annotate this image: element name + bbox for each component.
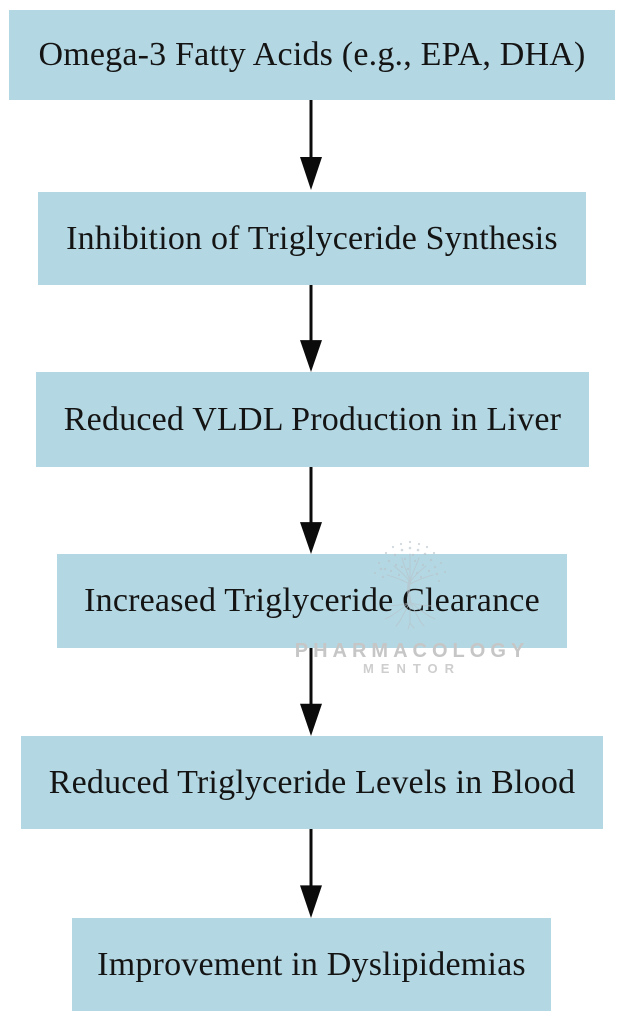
- flow-node-omega3: Omega-3 Fatty Acids (e.g., EPA, DHA): [9, 10, 615, 100]
- flow-node-vldl: Reduced VLDL Production in Liver: [36, 372, 589, 467]
- arrow-down-icon: [299, 100, 323, 190]
- arrow-down-icon: [299, 285, 323, 372]
- arrow-down-icon: [299, 467, 323, 554]
- flow-node-label: Improvement in Dyslipidemias: [97, 945, 526, 983]
- arrow-down-icon: [299, 648, 323, 736]
- flow-node-label: Omega-3 Fatty Acids (e.g., EPA, DHA): [38, 36, 586, 73]
- flow-node-tg-levels: Reduced Triglyceride Levels in Blood: [21, 736, 603, 829]
- flow-node-label: Increased Triglyceride Clearance: [84, 582, 540, 619]
- flow-node-inhibition: Inhibition of Triglyceride Synthesis: [38, 192, 586, 285]
- flow-node-label: Reduced Triglyceride Levels in Blood: [48, 763, 576, 801]
- flow-node-clearance: Increased Triglyceride Clearance: [57, 554, 567, 648]
- flow-node-label: Reduced VLDL Production in Liver: [63, 400, 562, 438]
- flow-node-label: Inhibition of Triglyceride Synthesis: [66, 219, 558, 257]
- arrow-down-icon: [299, 829, 323, 918]
- flow-node-improvement: Improvement in Dyslipidemias: [72, 918, 551, 1011]
